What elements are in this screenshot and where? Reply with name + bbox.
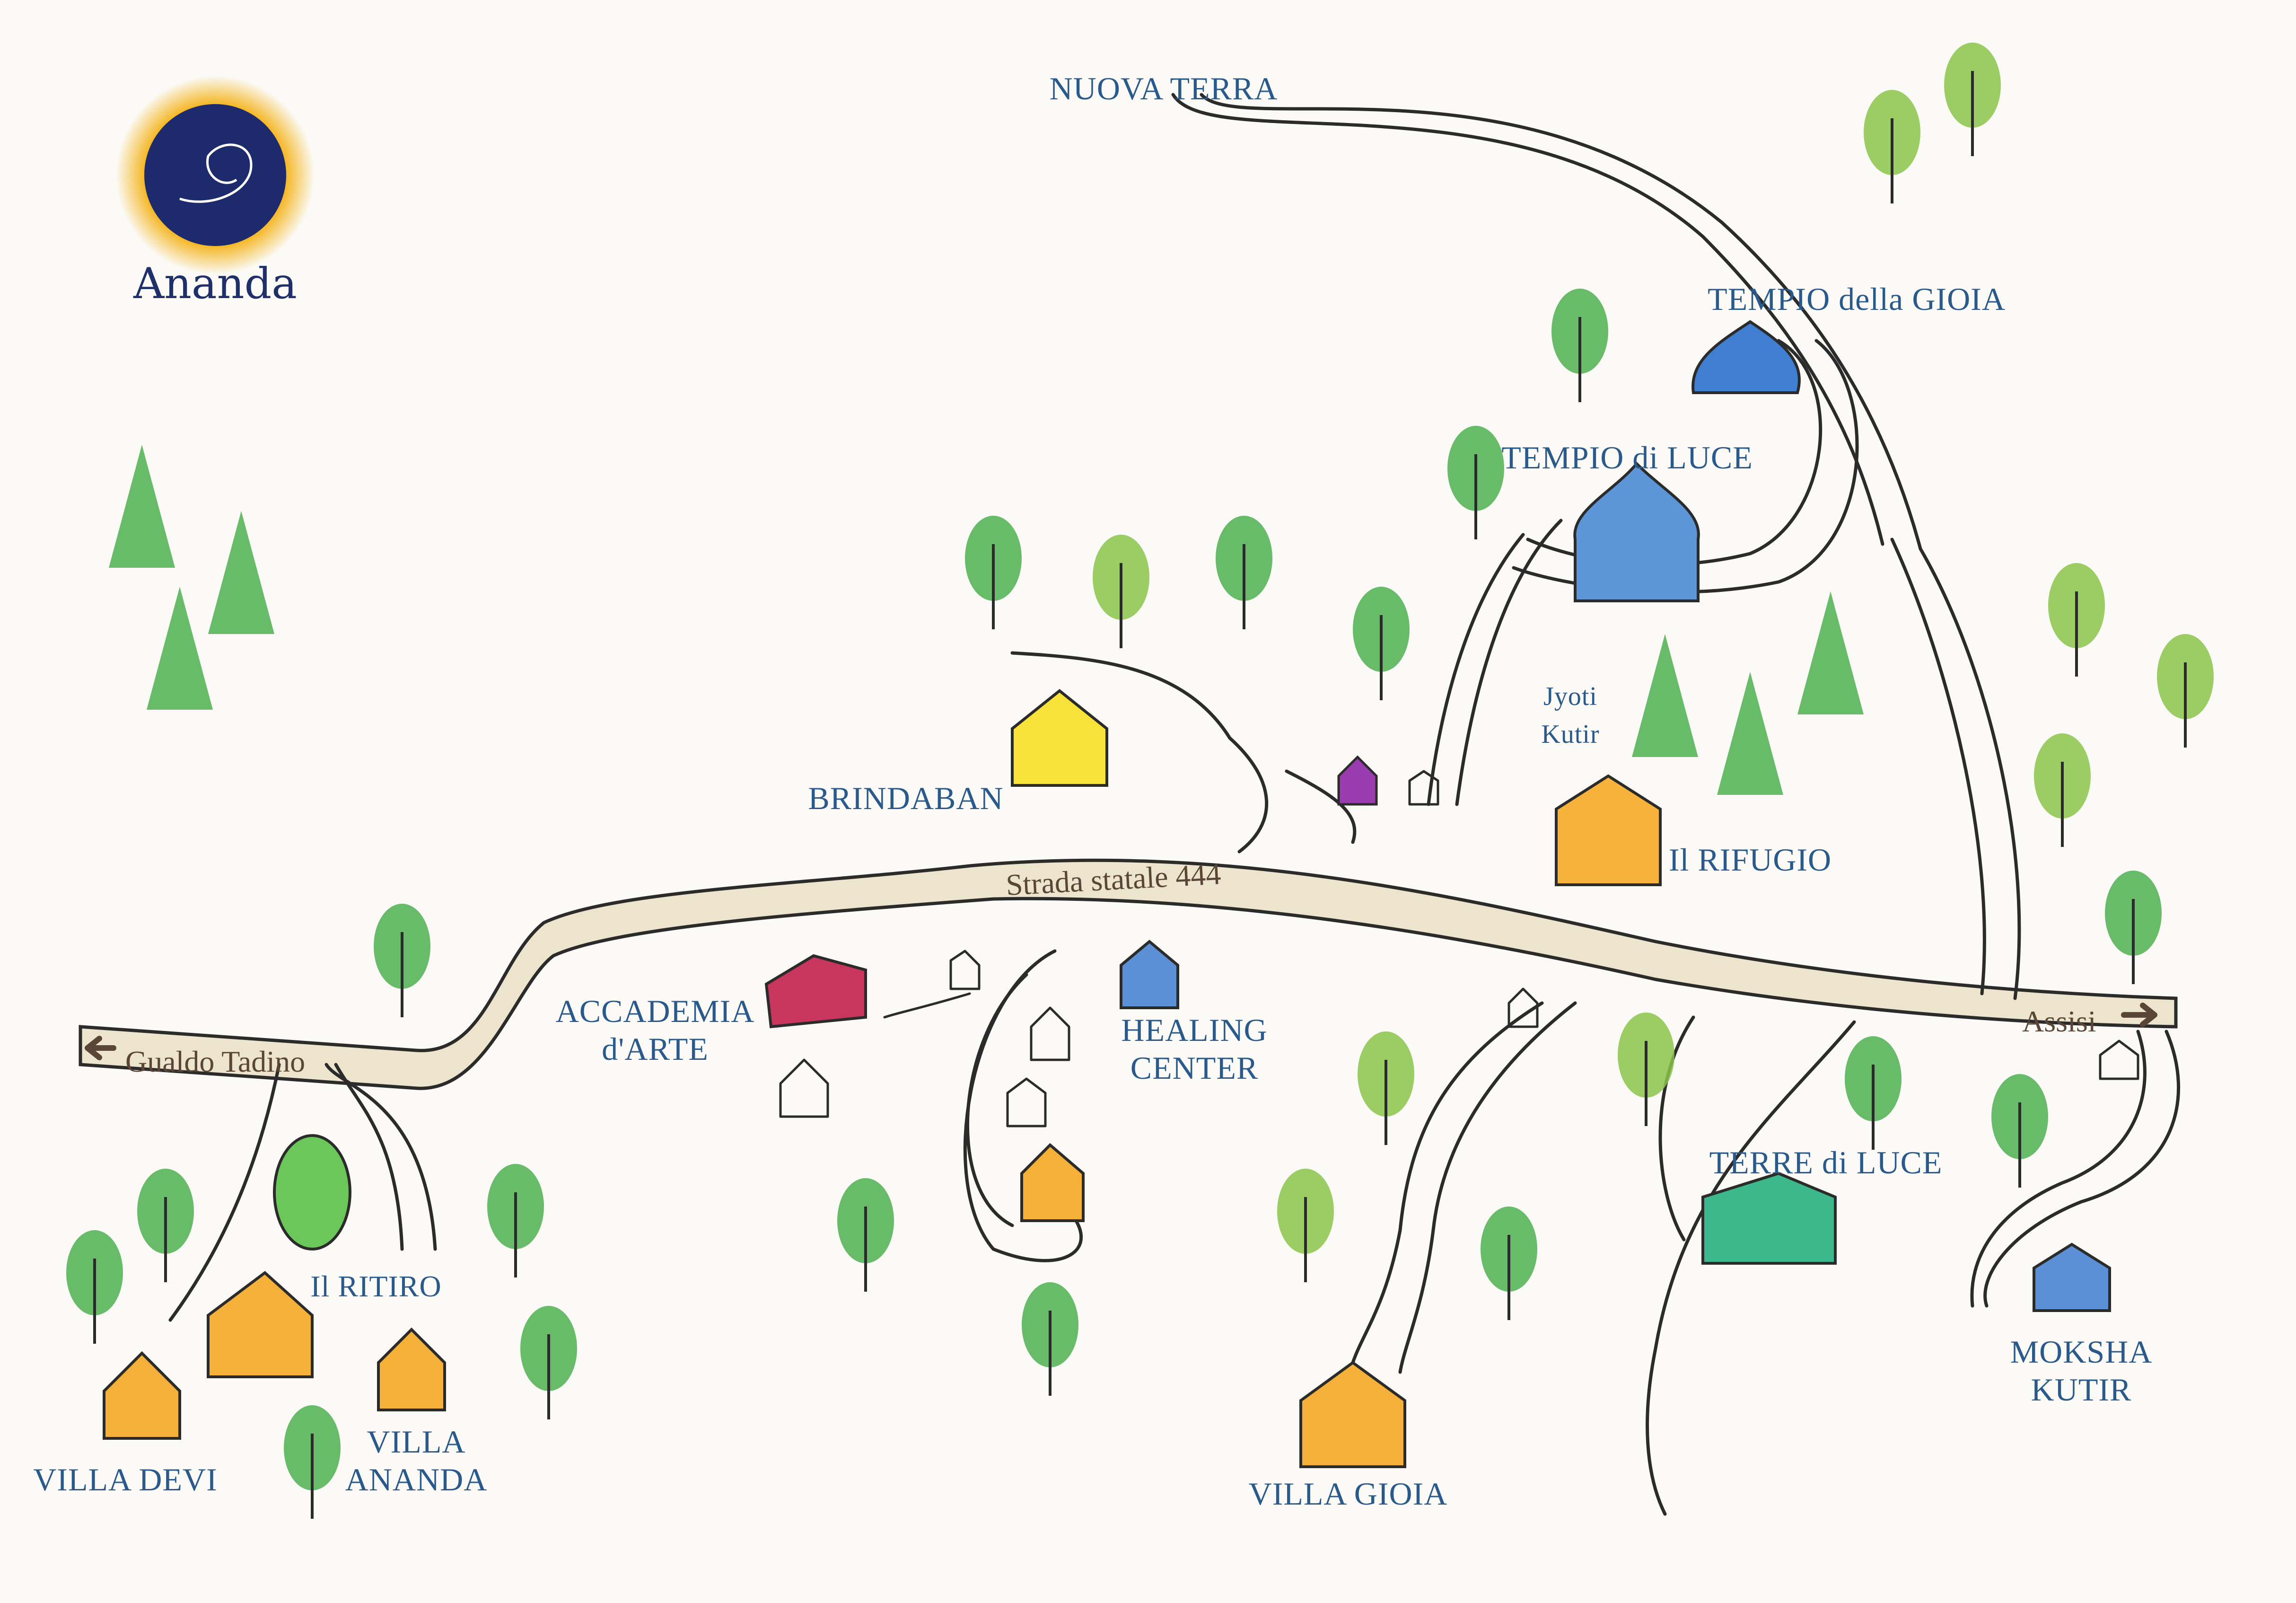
- label-villa-ananda: ANANDA: [345, 1462, 488, 1497]
- terre-luce-house: [1701, 1171, 1837, 1265]
- brindaban-house: [1011, 689, 1108, 787]
- purple-hut: [1337, 755, 1378, 806]
- label-center: CENTER: [1130, 1050, 1258, 1086]
- label-gualdo-tadino: Gualdo Tadino: [125, 1045, 305, 1078]
- pine-tree-icon: [147, 587, 213, 710]
- accademia-house: [764, 954, 867, 1029]
- label-tempio-luce: TEMPIO di LUCE: [1501, 440, 1753, 476]
- pine-tree-icon: [1632, 634, 1698, 757]
- label-brindaban: BRINDABAN: [808, 780, 1003, 816]
- logo-disc: [144, 104, 286, 246]
- pine-tree-icon: [1717, 672, 1783, 795]
- ritiro-house: [207, 1271, 314, 1378]
- label-darte: d'ARTE: [602, 1031, 709, 1067]
- trees-layer: [66, 43, 2214, 1519]
- villa-ananda-house: [377, 1327, 446, 1411]
- labels-layer: NUOVA TERRA TEMPIO della GIOIA TEMPIO di…: [33, 70, 2157, 1512]
- heart-swirl-icon: [179, 143, 253, 203]
- moksha-house: [2033, 1242, 2111, 1312]
- label-jyoti: Jyoti: [1543, 682, 1597, 711]
- buildings-layer: [103, 320, 2139, 1468]
- villa-devi-house: [103, 1351, 181, 1440]
- label-accademia: ACCADEMIA: [556, 993, 755, 1029]
- label-villa-devi: VILLA DEVI: [33, 1462, 218, 1497]
- green-pond: [273, 1134, 351, 1251]
- label-rifugio: Il RIFUGIO: [1669, 842, 1832, 878]
- arrow-left-icon: [85, 1036, 116, 1060]
- main-road: [79, 858, 2178, 1090]
- label-healing: HEALING: [1121, 1012, 1267, 1048]
- logo-text: Ananda: [133, 259, 297, 308]
- orange-small-house: [1020, 1143, 1085, 1222]
- tempio-luce-dome: [1573, 461, 1700, 602]
- label-terre-luce: TERRE di LUCE: [1709, 1145, 1943, 1180]
- healing-house: [1120, 940, 1179, 1009]
- label-villa-gioia: VILLA GIOIA: [1249, 1476, 1448, 1512]
- ananda-logo: Ananda: [116, 76, 315, 308]
- label-nuova-terra: NUOVA TERRA: [1050, 70, 1278, 106]
- label-assisi: Assisi: [2022, 1004, 2096, 1038]
- villa-gioia-house: [1299, 1361, 1406, 1468]
- pine-tree-icon: [208, 511, 274, 634]
- label-moksha-kutir: KUTIR: [2031, 1372, 2132, 1408]
- label-villa: VILLA: [367, 1424, 466, 1460]
- label-kutir: Kutir: [1541, 720, 1599, 749]
- tempio-gioia-dome: [1691, 320, 1801, 394]
- pine-tree-icon: [1797, 591, 1864, 714]
- arrow-right-icon: [2121, 1003, 2157, 1027]
- label-ritiro: Il RITIRO: [310, 1269, 441, 1303]
- pine-tree-icon: [109, 445, 175, 568]
- label-moksha: MOKSHA: [2010, 1334, 2153, 1370]
- rifugio-house: [1555, 774, 1662, 886]
- label-tempio-gioia: TEMPIO della GIOIA: [1708, 281, 2006, 317]
